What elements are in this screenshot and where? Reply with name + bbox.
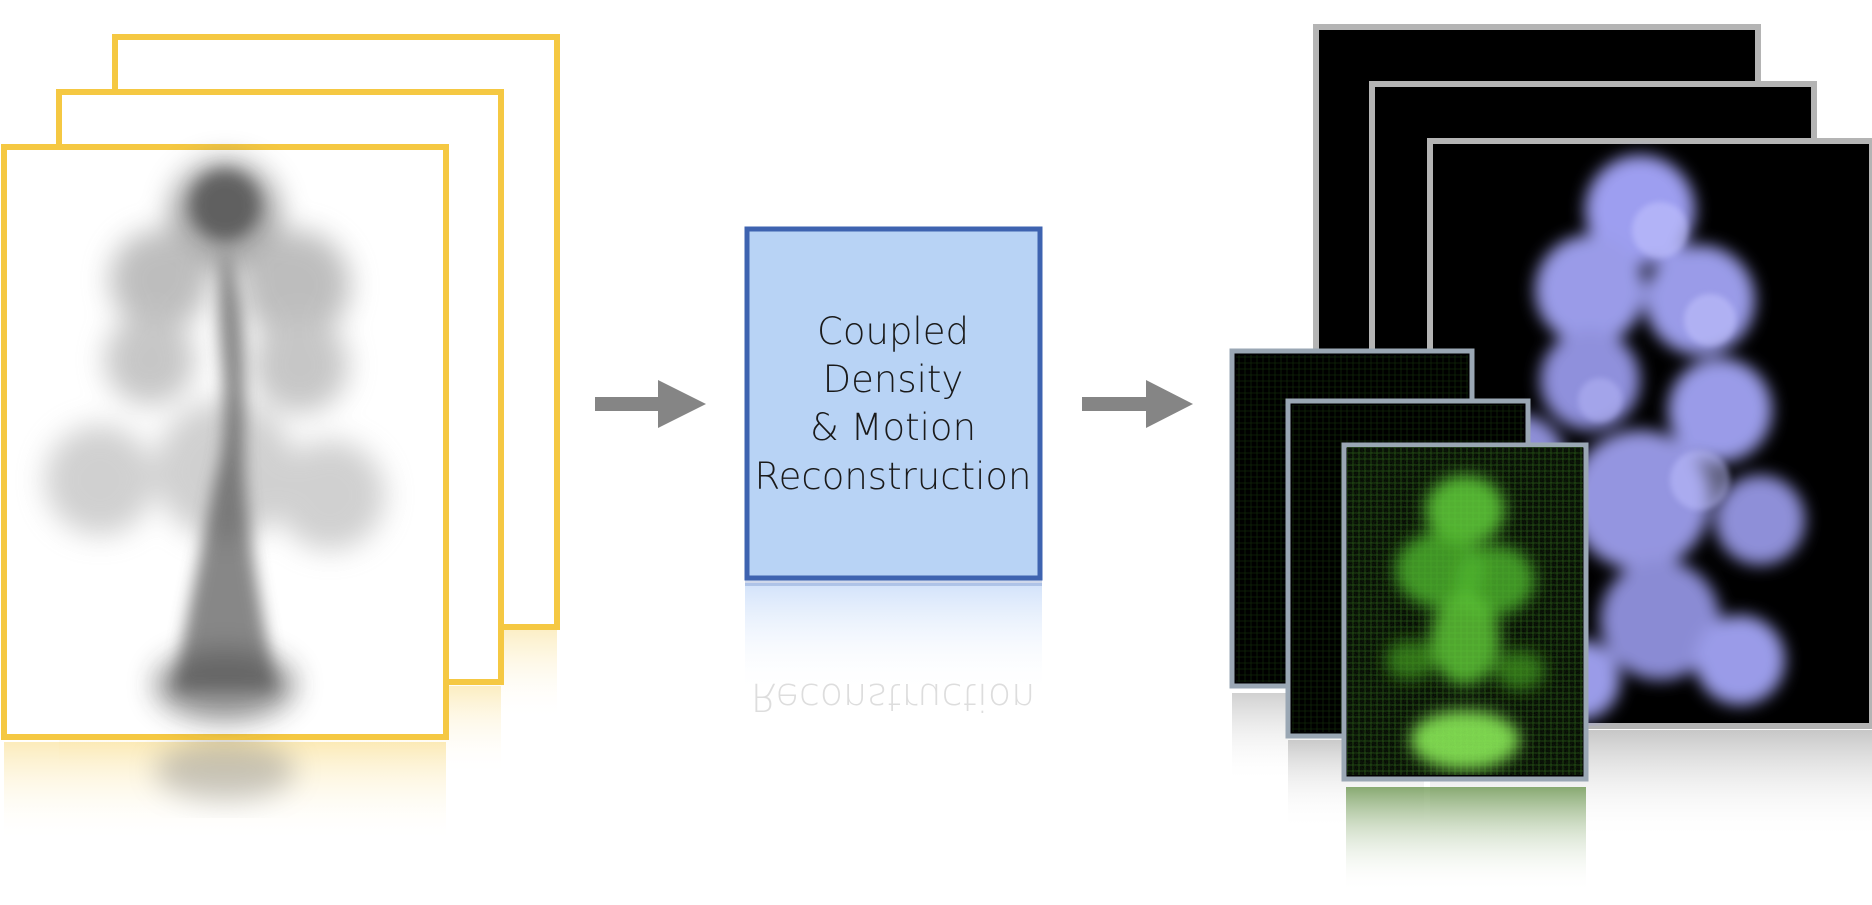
process-label-line-1: Coupled — [817, 310, 969, 353]
velocity-render — [1347, 447, 1583, 775]
process-label-reflection: Reconstruction — [751, 675, 1035, 719]
right-arrow-icon — [1082, 380, 1193, 428]
process-label-line-2: Density — [823, 358, 964, 401]
smoke-images-stack-icon — [1, 34, 560, 842]
process-box: Reconstruction Coupled Density & Motion … — [744, 226, 1043, 719]
velocity-field-stack-icon — [1229, 348, 1589, 892]
right-arrow-icon — [595, 380, 706, 428]
process-label-line-4: Reconstruction — [755, 455, 1032, 498]
process-label-line-3: & Motion — [810, 406, 976, 449]
smoke-photo — [45, 160, 385, 720]
